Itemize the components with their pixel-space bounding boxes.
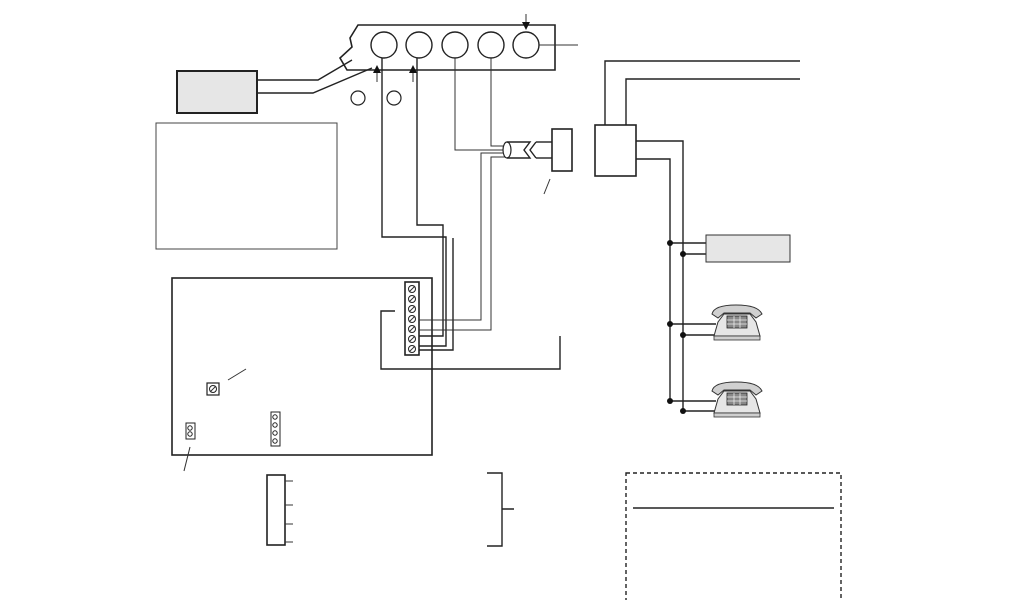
control-panel — [171, 277, 561, 472]
dashed-callout — [625, 472, 842, 600]
panel-wires — [381, 58, 505, 351]
network-interface — [594, 60, 800, 411]
answering-device — [705, 234, 791, 263]
terminal-1 — [370, 31, 398, 59]
terminal-4 — [477, 31, 505, 59]
terminal-strip — [338, 14, 578, 106]
terminal-2 — [405, 31, 433, 59]
transformer — [176, 59, 417, 114]
mounting-hole-right — [386, 90, 402, 106]
terminal-5 — [512, 31, 540, 59]
enclosure-outline — [155, 122, 338, 250]
telephone-icon — [711, 304, 763, 341]
terminal-3 — [441, 31, 469, 59]
jumper-2pin — [185, 422, 196, 440]
bracket — [487, 472, 514, 547]
jumper-4pin — [270, 411, 281, 447]
telephone-icon — [711, 381, 763, 418]
connector-detail — [266, 474, 293, 546]
terminal-block-screws — [408, 285, 416, 353]
cable-connector — [502, 128, 573, 195]
phone-line-devices — [667, 234, 791, 418]
mounting-hole-left — [350, 90, 366, 106]
